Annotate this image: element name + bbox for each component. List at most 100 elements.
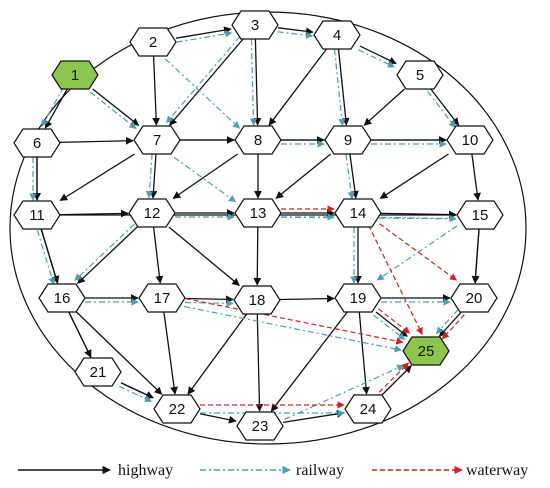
railway-edge-23-25 <box>284 364 405 420</box>
highway-edge-19-23 <box>270 311 348 412</box>
node-label-22: 22 <box>169 401 186 418</box>
highway-edge-7-11 <box>59 153 135 202</box>
node-13: 13 <box>234 198 282 228</box>
highway-edge-3-8 <box>253 38 262 126</box>
highway-edge-16-21 <box>68 311 92 358</box>
node-4: 4 <box>313 20 361 50</box>
node-shape-24 <box>344 394 392 424</box>
railway-edge-17-25 <box>184 305 402 353</box>
node-3: 3 <box>231 10 279 40</box>
node-label-2: 2 <box>149 34 157 51</box>
node-16: 16 <box>38 283 86 313</box>
highway-edge-13-18 <box>253 226 262 286</box>
node-shape-13 <box>234 198 282 228</box>
edges-layer <box>29 26 481 424</box>
node-label-24: 24 <box>360 401 377 418</box>
highway-edge-3-4 <box>277 27 314 36</box>
highway-edge-12-16 <box>77 226 138 284</box>
railway-edge-1-7 <box>89 91 137 129</box>
waterway-edge-19-25 <box>378 308 411 334</box>
railway-edge-4-5 <box>358 49 396 68</box>
waterway-edge-17-25 <box>185 298 404 345</box>
highway-edge-18-19 <box>279 294 335 303</box>
node-15: 15 <box>456 200 504 230</box>
railway-edge-14-15 <box>380 214 457 223</box>
node-label-3: 3 <box>251 17 259 34</box>
node-21: 21 <box>74 357 122 387</box>
railway-edge-7-13 <box>173 156 237 203</box>
node-10: 10 <box>446 125 494 155</box>
node-25: 25 <box>402 336 450 366</box>
node-label-21: 21 <box>90 364 107 381</box>
highway-edge-19-25 <box>375 311 408 337</box>
legend: highway railway waterway <box>18 462 528 479</box>
highway-edge-17-18 <box>184 295 234 304</box>
node-20: 20 <box>450 283 498 313</box>
node-label-18: 18 <box>249 292 266 309</box>
railway-edge-17-18 <box>184 299 234 307</box>
railway-edge-9-14 <box>345 154 355 200</box>
node-label-23: 23 <box>252 418 269 435</box>
node-shape-7 <box>133 125 181 155</box>
highway-edge-4-9 <box>337 48 350 126</box>
node-shape-4 <box>313 20 361 50</box>
highway-edge-6-7 <box>59 136 134 145</box>
node-label-10: 10 <box>462 132 479 149</box>
node-label-16: 16 <box>54 290 71 307</box>
railway-edge-11-16 <box>36 230 56 285</box>
highway-edge-20-25 <box>438 311 462 337</box>
node-18: 18 <box>233 285 281 315</box>
highway-edge-5-9 <box>363 88 405 126</box>
node-label-11: 11 <box>29 207 45 224</box>
highway-edge-3-7 <box>169 38 244 126</box>
node-shape-15 <box>456 200 504 230</box>
highway-edge-22-23 <box>199 413 237 424</box>
node-shape-8 <box>234 125 282 155</box>
highway-edge-15-20 <box>471 228 480 284</box>
highway-edge-7-12 <box>149 153 158 199</box>
legend-waterway-label: waterway <box>466 462 528 479</box>
node-14: 14 <box>334 198 382 228</box>
highway-edge-2-7 <box>152 55 161 126</box>
railway-edge-5-10 <box>427 91 456 129</box>
highway-edge-16-22 <box>76 311 163 395</box>
highway-edge-5-10 <box>430 88 460 126</box>
railway-edge-2-8 <box>164 58 241 129</box>
highway-edge-10-15 <box>471 153 481 201</box>
node-5: 5 <box>396 60 444 90</box>
node-shape-5 <box>396 60 444 90</box>
highway-edge-24-25 <box>381 365 412 396</box>
node-shape-11 <box>13 200 61 230</box>
highway-edge-2-3 <box>175 26 232 39</box>
railway-edge-3-8 <box>249 39 258 126</box>
node-6: 6 <box>13 128 61 158</box>
node-shape-21 <box>74 357 122 387</box>
legend-highway-label: highway <box>118 462 173 479</box>
node-label-20: 20 <box>466 290 483 307</box>
railway-edge-21-22 <box>119 385 153 402</box>
node-shape-6 <box>13 128 61 158</box>
node-2: 2 <box>129 27 177 57</box>
node-12: 12 <box>128 198 176 228</box>
waterway-edge-14-25 <box>367 224 423 335</box>
highway-edge-19-24 <box>358 311 370 395</box>
node-shape-20 <box>450 283 498 313</box>
highway-edge-4-8 <box>268 48 328 126</box>
node-shape-3 <box>231 10 279 40</box>
node-label-5: 5 <box>416 67 424 84</box>
railway-edge-3-4 <box>277 31 314 39</box>
node-22: 22 <box>153 394 201 424</box>
node-label-13: 13 <box>250 205 267 222</box>
highway-edge-12-17 <box>152 226 164 284</box>
node-23: 23 <box>236 411 284 441</box>
railway-edge-7-12 <box>145 153 154 199</box>
node-label-7: 7 <box>153 132 161 149</box>
node-label-6: 6 <box>33 135 41 152</box>
highway-edge-1-7 <box>92 88 140 126</box>
highway-edge-12-18 <box>168 226 240 286</box>
legend-railway-label: railway <box>296 462 344 479</box>
railway-edge-19-25 <box>373 314 406 340</box>
highway-edge-21-22 <box>120 382 154 399</box>
railway-edge-2-3 <box>176 30 233 43</box>
